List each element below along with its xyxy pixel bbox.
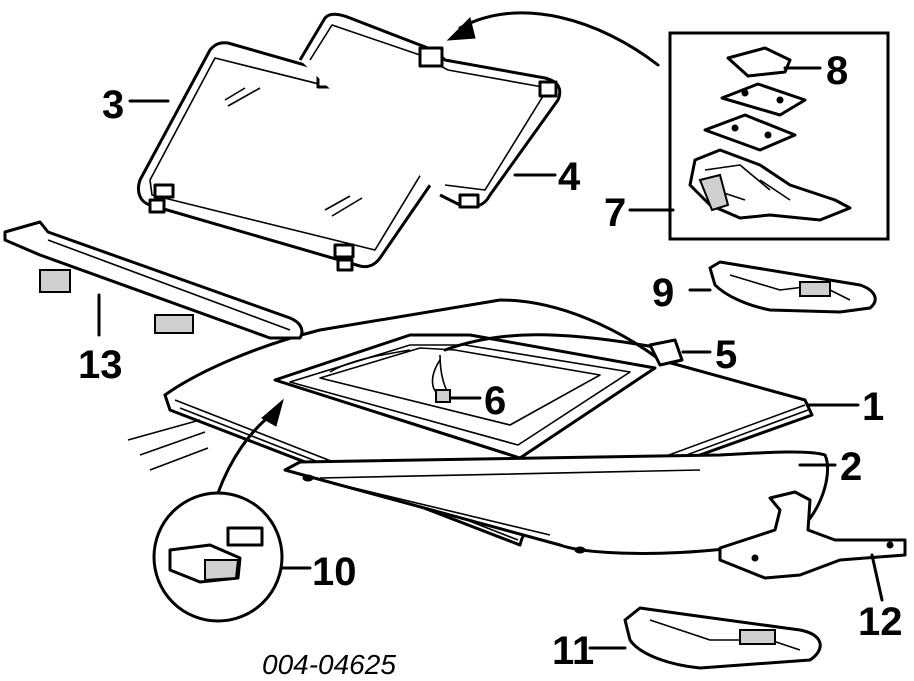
track-bracket (708, 260, 877, 314)
callout-6: 6 (484, 379, 506, 423)
part-number: 004-04625 (262, 649, 396, 680)
callout-12: 12 (858, 600, 903, 644)
callout-8: 8 (826, 49, 848, 93)
inset-box (668, 31, 890, 241)
rear-bracket (623, 606, 822, 670)
callout-9: 9 (652, 271, 674, 315)
support-bracket (718, 490, 907, 580)
callout-11: 11 (552, 629, 594, 673)
sunroof-frame (298, 12, 562, 209)
front-track-bar (3, 220, 304, 340)
callout-13: 13 (78, 343, 123, 387)
drive-cable (431, 333, 684, 403)
callout-5: 5 (715, 333, 737, 377)
callout-1: 1 (862, 385, 884, 429)
pointer-arrow-frame (446, 11, 660, 67)
leader-lines (97, 66, 884, 650)
headliner-panel (283, 450, 829, 555)
callout-10: 10 (312, 550, 357, 594)
callout-3: 3 (102, 83, 124, 127)
callout-2: 2 (840, 445, 862, 489)
inset-circle (152, 398, 284, 623)
callout-7: 7 (604, 191, 626, 235)
callout-4: 4 (558, 155, 581, 199)
